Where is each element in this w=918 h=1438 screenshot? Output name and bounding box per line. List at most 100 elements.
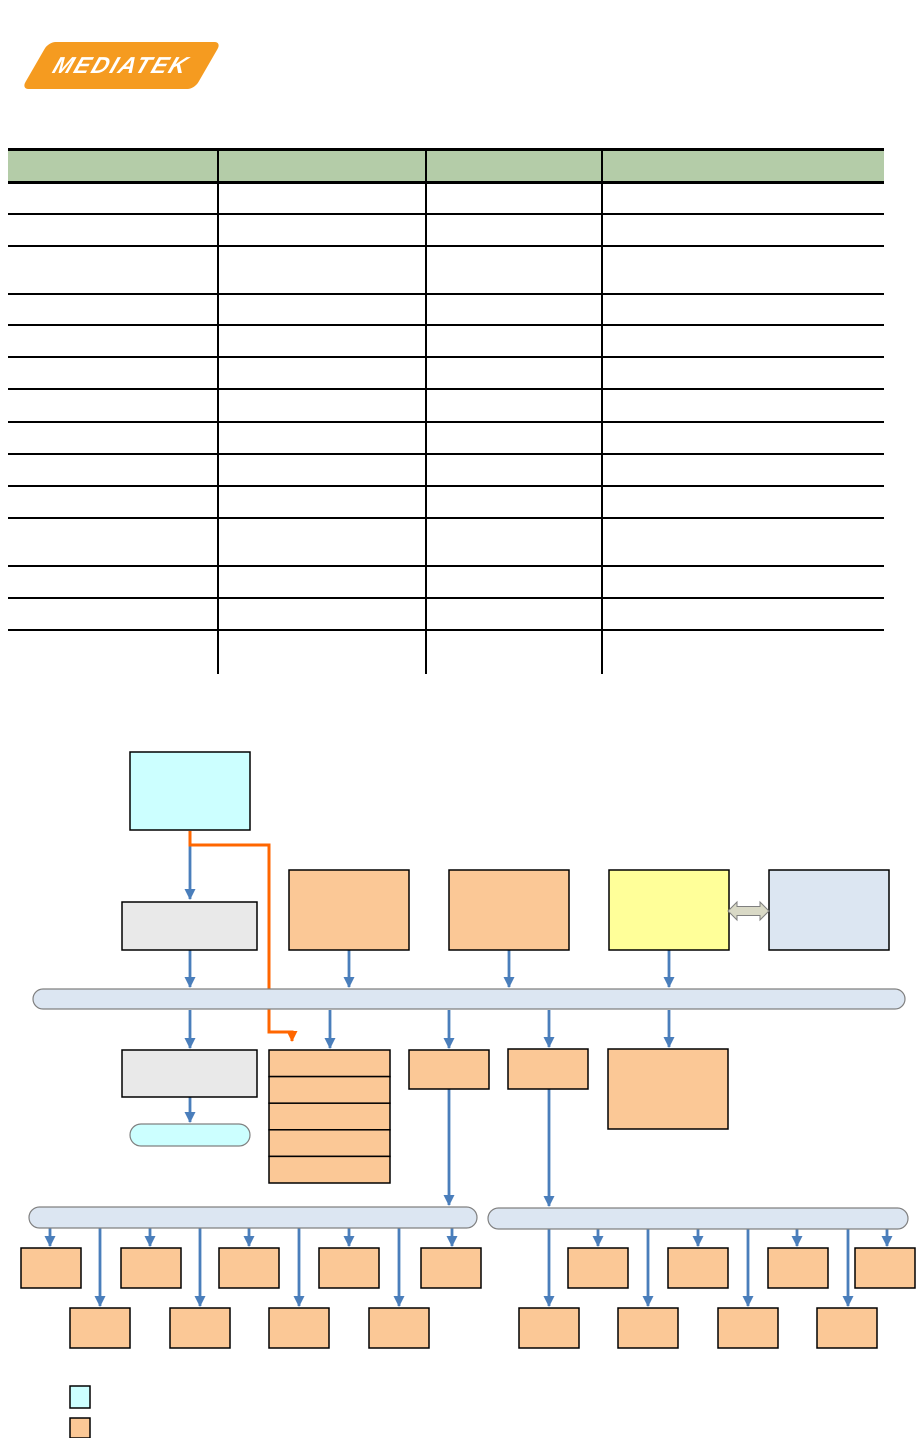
table-cell <box>8 388 218 423</box>
row1-gray-box <box>121 901 258 951</box>
leaf-left-up-4 <box>318 1247 380 1289</box>
leaf-right-up-4 <box>854 1247 916 1289</box>
table-row <box>8 421 884 455</box>
table-header-cell <box>8 149 218 184</box>
table-cell <box>217 324 426 358</box>
table-cell <box>601 453 884 487</box>
table-row <box>8 453 884 487</box>
table-row <box>8 565 884 599</box>
legend-swatch-orange <box>69 1417 91 1438</box>
table-cell <box>8 421 218 455</box>
row1-lavender-box <box>768 869 890 951</box>
leaf-right-up-3 <box>767 1247 829 1289</box>
row2-orange-box-1 <box>408 1049 490 1090</box>
table-cell <box>217 421 426 455</box>
table-cell <box>8 453 218 487</box>
stack-segment <box>268 1075 391 1104</box>
table-row <box>8 388 884 423</box>
table-header-cell <box>601 149 884 184</box>
table-cell <box>601 293 884 326</box>
table-cell <box>217 213 426 247</box>
leaf-right-down-4 <box>816 1307 878 1349</box>
table-cell <box>601 388 884 423</box>
stack-segment <box>268 1049 391 1078</box>
table-row <box>8 245 884 295</box>
bus-bar-1 <box>32 988 906 1010</box>
stack-segment <box>268 1129 391 1158</box>
table-cell <box>8 182 218 215</box>
table-cell <box>8 597 218 631</box>
row2-cyan-pill <box>129 1123 251 1147</box>
table-header-row <box>8 149 884 184</box>
table-cell <box>217 629 426 674</box>
leaf-right-down-2 <box>617 1307 679 1349</box>
spec-table <box>8 148 884 674</box>
table-cell <box>601 182 884 215</box>
leaf-right-up-2 <box>667 1247 729 1289</box>
table-cell <box>601 517 884 567</box>
table-row <box>8 182 884 215</box>
table-cell <box>217 485 426 519</box>
row1-orange-box-1 <box>288 869 410 951</box>
leaf-left-up-2 <box>120 1247 182 1289</box>
table-cell <box>425 293 602 326</box>
row1-yellow-box <box>608 869 730 951</box>
table-cell <box>8 565 218 599</box>
table-cell <box>601 324 884 358</box>
bus-bar-2-left <box>28 1206 478 1229</box>
table-cell <box>425 213 602 247</box>
table-cell <box>217 565 426 599</box>
table-cell <box>8 245 218 295</box>
table-cell <box>217 182 426 215</box>
table-cell <box>8 293 218 326</box>
table-cell <box>601 565 884 599</box>
table-cell <box>425 565 602 599</box>
table-row <box>8 517 884 567</box>
row2-orange-box-3 <box>607 1048 729 1130</box>
table-cell <box>601 421 884 455</box>
table-cell <box>425 324 602 358</box>
table-cell <box>601 485 884 519</box>
leaf-left-down-3 <box>268 1307 330 1349</box>
row2-orange-box-2 <box>507 1048 589 1090</box>
top-box <box>129 751 251 831</box>
stack-segment <box>268 1155 391 1184</box>
table-row <box>8 485 884 519</box>
table-row <box>8 356 884 390</box>
table-cell <box>601 213 884 247</box>
leaf-left-up-3 <box>218 1247 280 1289</box>
table-row <box>8 629 884 674</box>
table-cell <box>8 356 218 390</box>
table-cell <box>217 517 426 567</box>
table-cell <box>425 485 602 519</box>
table-cell <box>425 597 602 631</box>
table-cell <box>8 485 218 519</box>
legend-swatch-cyan <box>69 1385 91 1409</box>
leaf-left-down-4 <box>368 1307 430 1349</box>
spec-table-body <box>8 182 884 674</box>
leaf-left-up-5 <box>420 1247 482 1289</box>
stack-segment <box>268 1102 391 1131</box>
leaf-left-down-1 <box>69 1307 131 1349</box>
table-header-cell <box>425 149 602 184</box>
table-cell <box>217 293 426 326</box>
table-cell <box>8 324 218 358</box>
table-cell <box>601 629 884 674</box>
table-cell <box>217 453 426 487</box>
table-cell <box>601 245 884 295</box>
table-cell <box>425 421 602 455</box>
table-cell <box>425 182 602 215</box>
leaf-right-up-1 <box>567 1247 629 1289</box>
spec-table-head <box>8 149 884 184</box>
table-cell <box>217 388 426 423</box>
table-row <box>8 324 884 358</box>
table-row <box>8 213 884 247</box>
table-cell <box>425 517 602 567</box>
row2-gray-box <box>121 1049 258 1098</box>
table-cell <box>217 356 426 390</box>
leaf-right-down-3 <box>717 1307 779 1349</box>
orange-connector-arrow <box>188 831 298 1042</box>
table-cell <box>601 597 884 631</box>
